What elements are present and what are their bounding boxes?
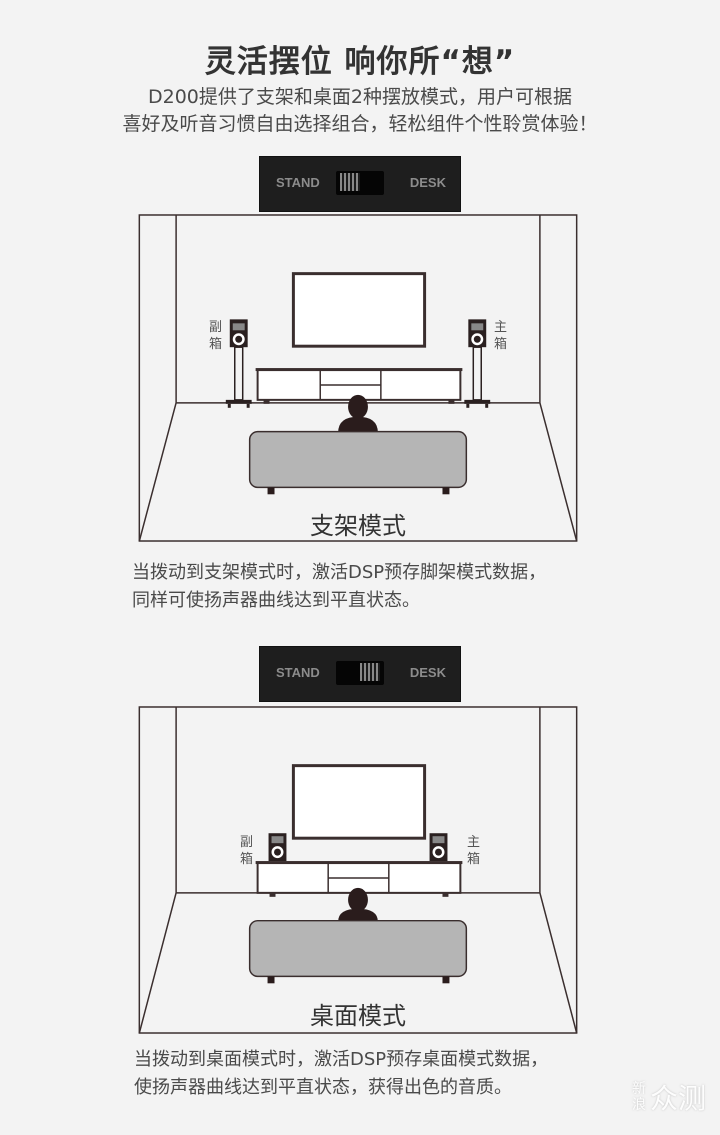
speaker-right-on-stand [464,319,491,408]
tv-cabinet [255,861,463,897]
person-silhouette [338,394,378,433]
speaker-right-label: 主箱 [467,835,481,867]
speaker-left-on-desk [268,833,287,862]
switch-track [336,171,384,195]
mode-description-desk-1: 当拨动到桌面模式时，激活DSP预存桌面模式数据， [134,1049,549,1070]
mode-description-stand-1: 当拨动到支架模式时，激活DSP预存脚架模式数据， [132,562,547,583]
mode-description-stand-2: 同样可使扬声器曲线达到平直状态。 [132,590,420,611]
switch-knob [340,173,360,191]
mode-caption-stand: 支架模式 [310,512,406,540]
mode-caption-desk: 桌面模式 [310,1002,406,1030]
intro-line-2: 喜好及听音习惯自由选择组合，轻松组件个性聆赏体验！ [122,113,598,135]
switch-label-desk: DESK [409,665,446,680]
watermark: 新浪 众测 [631,1081,706,1115]
tv-screen [291,764,427,840]
speaker-right-on-desk [429,833,448,862]
mode-switch-desk: STAND DESK [259,646,461,702]
tv-cabinet [255,368,463,404]
speaker-left-on-stand [225,319,252,408]
speaker-left-label: 副箱 [209,320,223,352]
tv-screen [291,272,427,348]
switch-label-stand: STAND [276,175,320,190]
person-silhouette [338,887,378,922]
switch-knob [360,663,380,681]
room-illustration-desk [138,706,578,1034]
room-illustration-stand [138,214,578,542]
switch-track [336,661,384,685]
speaker-right-label: 主箱 [494,320,508,352]
intro-line-1: D200提供了支架和桌面2种摆放模式，用户可根据 [148,86,572,108]
speaker-left-label: 副箱 [240,835,254,867]
switch-label-desk: DESK [409,175,446,190]
mode-description-desk-2: 使扬声器曲线达到平直状态，获得出色的音质。 [134,1077,512,1098]
page-title: 灵活摆位 响你所“想” [204,44,516,80]
mode-switch-stand: STAND DESK [259,156,461,212]
switch-label-stand: STAND [276,665,320,680]
sofa [248,430,468,495]
sofa [248,919,468,984]
